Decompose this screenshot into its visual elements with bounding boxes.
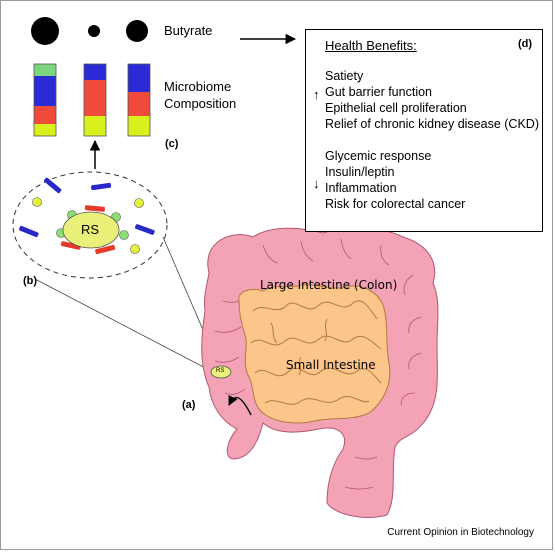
rs-particle-small: [210, 365, 232, 379]
yellow-bacterium: [130, 244, 140, 254]
butyrate-dots: [31, 17, 148, 45]
panel-label-c: (c): [165, 138, 179, 150]
zoom-ellipse: [12, 171, 168, 279]
green-bacterium: [119, 230, 129, 240]
small-intestine-coils: [250, 300, 382, 405]
butyrate-dot-small: [88, 25, 100, 37]
benefit-item: Epithelial cell proliferation: [325, 101, 467, 115]
red-bacterium: [84, 205, 106, 212]
increase-arrow-icon: ↑: [313, 87, 320, 102]
blue-bacterium: [44, 177, 62, 194]
rs-particle-large: [62, 211, 120, 249]
microbiome-bar-3: [127, 63, 151, 137]
panel-label-a: (a): [182, 399, 196, 411]
rs-label-small: RS: [216, 368, 225, 374]
microbiome-label-line1: Microbiome: [164, 79, 232, 94]
flow-arrow: [228, 394, 252, 416]
zoom-line-lower: [34, 278, 216, 374]
health-benefits-box: Health Benefits: (d) ↑ Satiety Gut barri…: [305, 29, 543, 232]
benefit-item: Satiety: [325, 69, 364, 83]
bacteria-cluster: [19, 177, 155, 255]
blue-bacterium: [19, 225, 39, 238]
red-bacterium: [60, 241, 81, 250]
benefit-item: Insulin/leptin: [325, 165, 395, 179]
benefit-item: Gut barrier function: [325, 85, 432, 99]
microbiome-bar-1: [33, 63, 57, 137]
credit-line: Current Opinion in Biotechnology: [387, 527, 534, 538]
blue-bacterium: [134, 224, 155, 235]
butyrate-label: Butyrate: [164, 23, 213, 38]
panel-label-d: (d): [517, 38, 532, 50]
butyrate-dot-large: [31, 17, 59, 45]
colon-folds: [214, 238, 422, 490]
health-benefits-title: Health Benefits:: [325, 38, 417, 53]
microbiome-label-line2: Composition: [164, 96, 237, 111]
yellow-bacterium: [134, 198, 144, 208]
small-intestine-shape: [238, 284, 391, 424]
large-intestine-label: Large Intestine (Colon): [260, 278, 398, 292]
panel-label-b: (b): [23, 275, 38, 287]
benefit-item: Risk for colorectal cancer: [325, 197, 466, 211]
benefit-item: Inflammation: [325, 181, 397, 195]
blue-bacterium: [91, 182, 112, 191]
butyrate-dot-medium: [126, 20, 148, 42]
benefit-item: Relief of chronic kidney disease (CKD): [325, 117, 539, 131]
microbiome-bar-2: [83, 63, 107, 137]
rs-label-large: RS: [81, 222, 100, 237]
benefit-item: Glycemic response: [325, 149, 432, 163]
decrease-arrow-icon: ↓: [313, 176, 320, 191]
red-bacterium: [95, 244, 116, 255]
yellow-bacterium: [32, 197, 42, 207]
microbiome-bars: [33, 63, 151, 137]
small-intestine-label: Small Intestine: [286, 358, 376, 372]
